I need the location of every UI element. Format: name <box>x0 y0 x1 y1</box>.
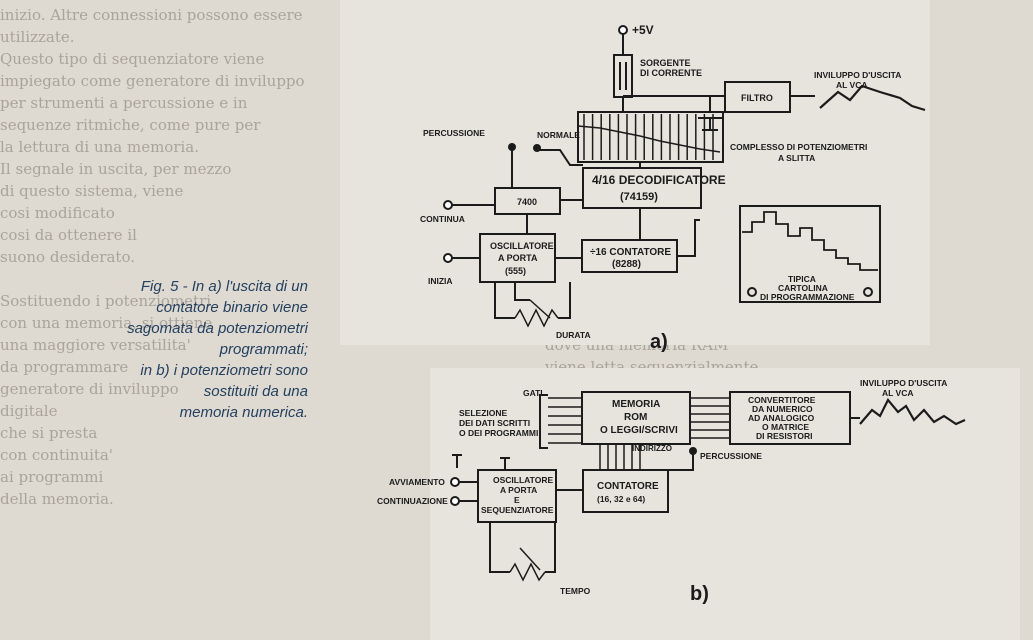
body-text-line: che si presta <box>0 424 98 442</box>
body-text-line: della memoria. <box>0 490 114 508</box>
normal-label: NORMALE <box>537 130 580 140</box>
body-text-line: cosi da ottenere il <box>0 226 137 244</box>
oscillator-a-label-1: OSCILLATORE <box>490 241 554 251</box>
memory-label-3: O LEGGI/SCRIVI <box>600 425 678 436</box>
body-text-line: da programmare <box>0 358 129 376</box>
body-text-line: impiegato come generatore di inviluppo <box>0 72 305 90</box>
memory-label-1: MEMORIA <box>612 399 660 410</box>
counter-a-label-1: ÷16 CONTATORE <box>590 247 671 258</box>
card-label-1: TIPICA <box>788 274 816 284</box>
oscillator-b-label-2: A PORTA <box>500 485 537 495</box>
figure-caption: Fig. 5 - In a) l'uscita di un contatore b… <box>58 276 308 423</box>
counter-b-label-2: (16, 32 e 64) <box>597 494 645 504</box>
decoder-block <box>582 167 702 209</box>
supply-label: +5V <box>632 23 654 37</box>
caption-line: sagomata da potenziometri <box>127 320 308 337</box>
counter-a-label-2: (8288) <box>612 259 641 270</box>
envelope-waveform-b <box>859 398 966 426</box>
body-text-line: con una memoria, si ottiene <box>0 314 213 332</box>
diagram-a-background <box>340 0 930 345</box>
pot-array-label-2: A SLITTA <box>778 153 815 163</box>
selection-label-3: O DEI PROGRAMMI <box>459 428 538 438</box>
continuous-label: CONTINUA <box>420 214 465 224</box>
filter-label: FILTRO <box>741 93 773 103</box>
current-source-label-1: SORGENTE <box>640 58 691 68</box>
body-text-line: di questo sistema, viene <box>0 182 184 200</box>
body-text-line: generatore di inviluppo <box>0 380 179 398</box>
potentiometer-array <box>577 111 724 163</box>
body-text-line: una maggiore versatilita' <box>0 336 191 354</box>
oscillator-b-label-1: OSCILLATORE <box>493 475 553 485</box>
caption-line: contatore binario viene <box>156 299 308 316</box>
address-label: INDIRIZZO <box>632 444 672 453</box>
duration-label: DURATA <box>556 330 591 340</box>
card-label-3: DI PROGRAMMAZIONE <box>760 292 855 302</box>
continuation-label: CONTINUAZIONE <box>377 496 448 506</box>
current-source-label-2: DI CORRENTE <box>640 68 702 78</box>
selection-label-1: SELEZIONE <box>459 408 508 418</box>
body-text-line: sequenze ritmiche, come pure per <box>0 116 261 134</box>
output-envelope-a-label-1: INVILUPPO D'USCITA <box>814 70 901 80</box>
body-text-line: Questo tipo di sequenziatore viene <box>0 50 265 68</box>
oscillator-b-label-3: E <box>514 495 520 505</box>
body-text-line: inizio. Altre connessioni possono essere <box>0 6 303 24</box>
oscillator-b-label-4: SEQUENZIATORE <box>481 505 554 515</box>
gate-7400-label: 7400 <box>517 197 537 207</box>
oscillator-a-label-3: (555) <box>505 266 526 276</box>
caption-line: memoria numerica. <box>179 404 308 421</box>
caption-line: sostituiti da una <box>203 383 308 400</box>
decoder-label-2: (74159) <box>620 191 658 203</box>
body-text-line: Sostituendo i potenziometri <box>0 292 212 310</box>
panel-label-a: a) <box>650 331 668 353</box>
converter-label-4: O MATRICE <box>762 422 809 432</box>
start-label-a: INIZIA <box>428 276 453 286</box>
programming-card <box>739 205 881 303</box>
converter-label-5: DI RESISTORI <box>756 431 813 441</box>
memory-block <box>581 391 691 445</box>
body-text-line: la lettura di una memoria. <box>0 138 200 156</box>
percussion-label-a: PERCUSSIONE <box>423 128 485 138</box>
converter-label-1: CONVERTITORE <box>748 395 816 405</box>
converter-label-2: DA NUMERICO <box>752 404 813 414</box>
caption-line: in b) i potenziometri sono <box>140 362 308 379</box>
oscillator-a-label-2: A PORTA <box>498 253 538 263</box>
body-text-line: suono desiderato. <box>0 248 135 266</box>
supply-terminal <box>618 25 628 35</box>
gates-label: GATI <box>523 388 543 398</box>
panel-label-b: b) <box>690 583 709 605</box>
selection-label-2: DEI DATI SCRITTI <box>459 418 530 428</box>
output-envelope-a-label-2: AL VCA <box>836 80 868 90</box>
start-label-b: AVVIAMENTO <box>389 477 445 487</box>
body-text-line: utilizzate. <box>0 28 75 46</box>
body-text-line: con continuita' <box>0 446 113 464</box>
envelope-waveform-a <box>819 84 926 112</box>
converter-label-3: AD ANALOGICO <box>748 413 815 423</box>
counter-b-label-1: CONTATORE <box>597 481 659 492</box>
body-text-line: per strumenti a percussione e in <box>0 94 248 112</box>
percussion-label-b: PERCUSSIONE <box>700 451 762 461</box>
body-text-line: ai programmi <box>0 468 104 486</box>
caption-line: programmati; <box>219 341 308 358</box>
output-envelope-b-label-1: INVILUPPO D'USCITA <box>860 378 947 388</box>
pot-array-label-1: COMPLESSO DI POTENZIOMETRI <box>730 142 867 152</box>
memory-label-2: ROM <box>624 412 647 423</box>
output-envelope-b-label-2: AL VCA <box>882 388 914 398</box>
body-text-left: inizio. Altre connessioni possono essere… <box>0 4 345 640</box>
decoder-label-1: 4/16 DECODIFICATORE <box>592 173 726 187</box>
oscillator-block-b <box>477 469 557 523</box>
body-text-line: cosi modificato <box>0 204 115 222</box>
body-text-line: digitale <box>0 402 58 420</box>
time-label: TEMPO <box>560 586 591 596</box>
caption-line: Fig. 5 - In a) l'uscita di un <box>140 278 308 295</box>
card-label-2: CARTOLINA <box>778 283 828 293</box>
body-text-line: Il segnale in uscita, per mezzo <box>0 160 232 178</box>
